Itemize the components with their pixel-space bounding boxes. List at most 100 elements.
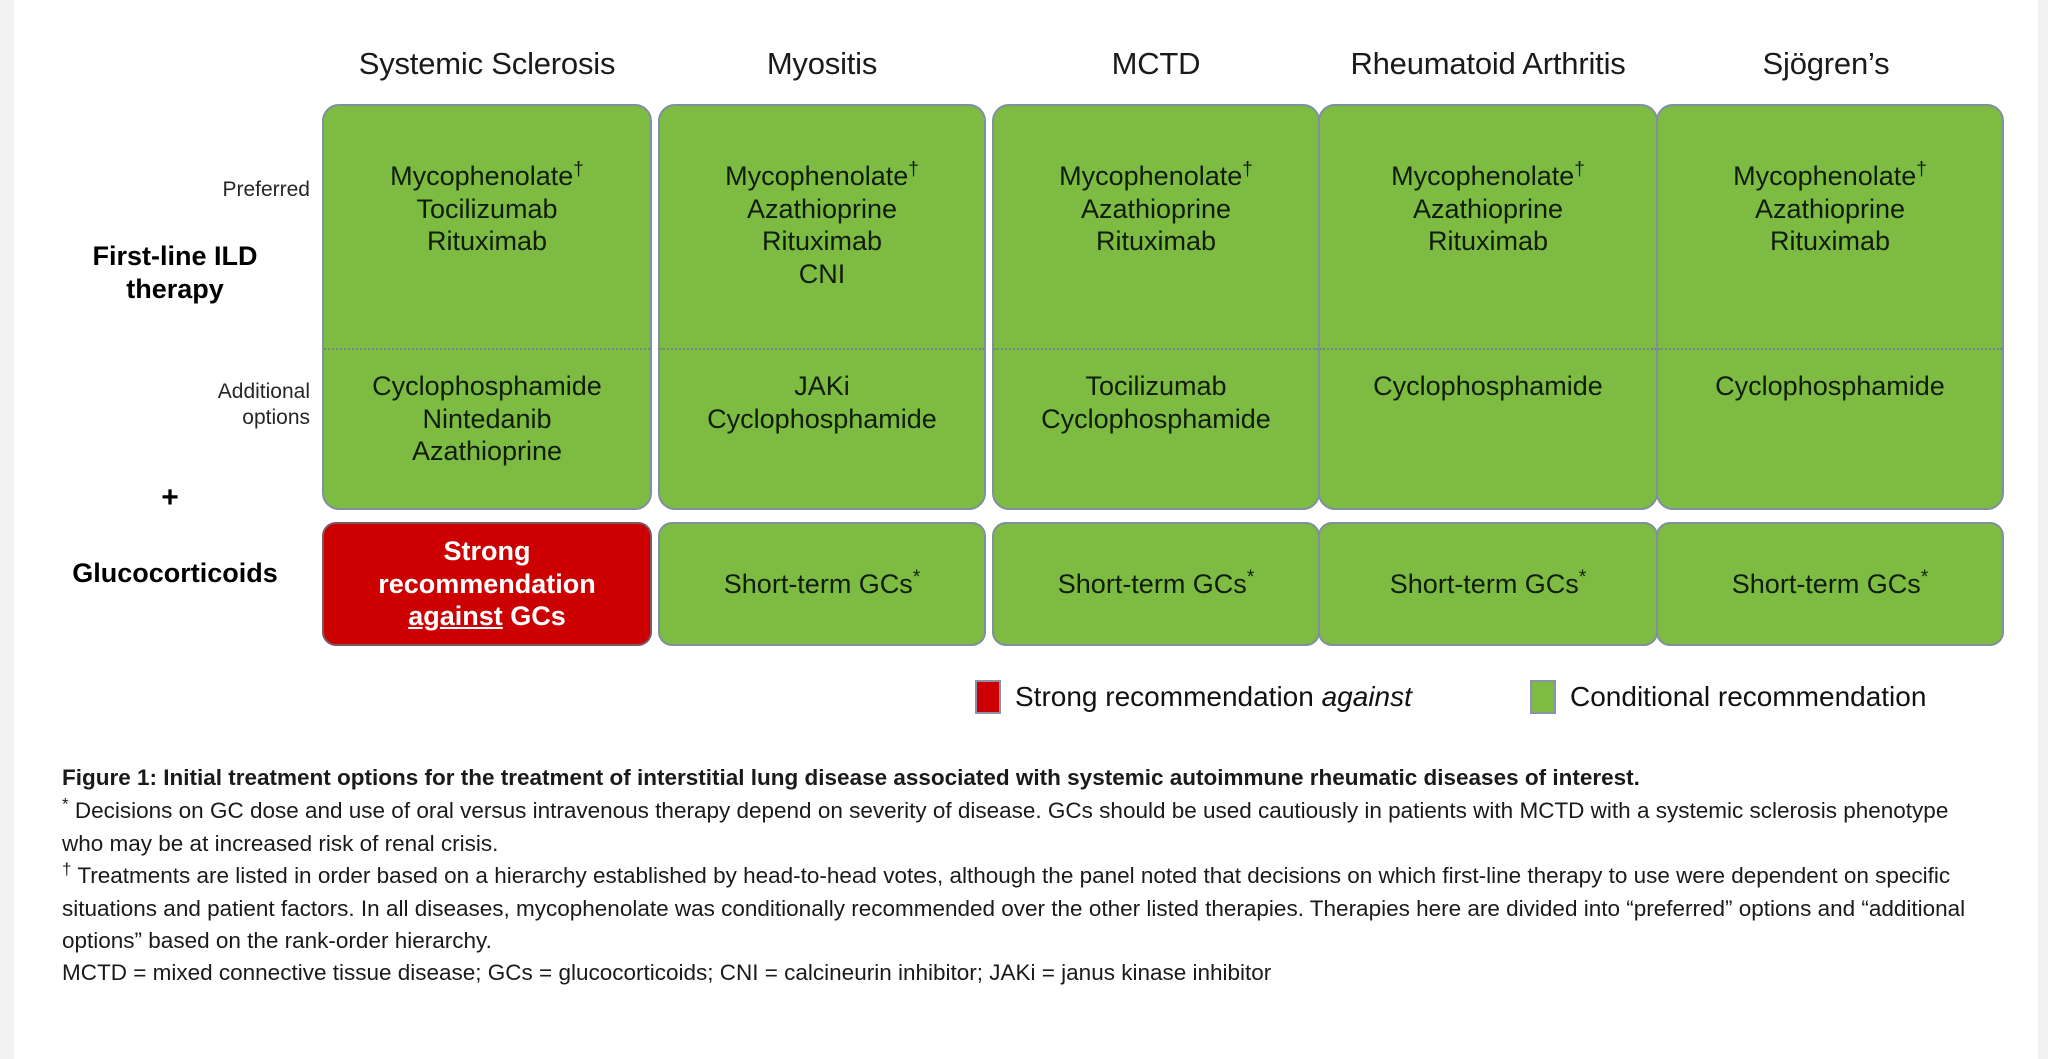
dagger-marker: † bbox=[1574, 159, 1585, 180]
therapy-box-systemic-sclerosis[interactable]: Mycophenolate† Tocilizumab Rituximab Cyc… bbox=[322, 104, 652, 510]
therapy-box-rheumatoid-arthritis[interactable]: Mycophenolate† Azathioprine Rituximab Cy… bbox=[1318, 104, 1658, 510]
additional-options-list: Tocilizumab Cyclophosphamide bbox=[994, 370, 1318, 435]
preferred-options-list: Mycophenolate† Azathioprine Rituximab CN… bbox=[660, 160, 984, 291]
plus-separator: + bbox=[110, 481, 230, 515]
therapy-item: JAKi bbox=[794, 371, 850, 401]
column-header-myositis: Myositis bbox=[658, 46, 986, 82]
treatment-matrix: Systemic Sclerosis Myositis MCTD Rheumat… bbox=[40, 46, 2004, 714]
gc-box-rheumatoid-arthritis[interactable]: Short-term GCs* bbox=[1318, 522, 1658, 646]
column-header-systemic-sclerosis: Systemic Sclerosis bbox=[322, 46, 652, 82]
column-header-label: Systemic Sclerosis bbox=[358, 46, 616, 81]
legend-label-text: Strong recommendation bbox=[1015, 681, 1322, 712]
preferred-options-list: Mycophenolate† Azathioprine Rituximab bbox=[1320, 160, 1656, 258]
section-divider bbox=[1320, 348, 1656, 350]
therapy-item: Azathioprine bbox=[1754, 193, 1906, 224]
therapy-item: Rituximab bbox=[1427, 226, 1549, 257]
row-label-additional-options: Additional options bbox=[60, 379, 310, 430]
legend-item-strong-against: Strong recommendation against bbox=[975, 680, 1412, 714]
footnote-dagger-text: Treatments are listed in order based on … bbox=[62, 863, 1966, 953]
gc-label: Short-term GCs bbox=[1389, 568, 1579, 599]
section-divider bbox=[994, 348, 1318, 350]
caption-abbreviations: MCTD = mixed connective tissue disease; … bbox=[62, 960, 1272, 986]
legend-label: Conditional recommendation bbox=[1570, 681, 1926, 713]
additional-options-list: Cyclophosphamide bbox=[1320, 370, 1656, 403]
therapy-item: Azathioprine bbox=[411, 436, 563, 467]
row-label-line1: Additional bbox=[217, 380, 310, 403]
therapy-box-myositis[interactable]: Mycophenolate† Azathioprine Rituximab CN… bbox=[658, 104, 986, 510]
therapy-item: Azathioprine bbox=[746, 193, 898, 224]
therapy-item: Cyclophosphamide bbox=[1715, 371, 1945, 401]
gc-box-mctd[interactable]: Short-term GCs* bbox=[992, 522, 1320, 646]
row-label-line1: First-line ILD bbox=[92, 241, 258, 271]
therapy-item: Cyclophosphamide bbox=[372, 371, 602, 401]
therapy-item: CNI bbox=[798, 258, 846, 289]
therapy-item-label: Mycophenolate bbox=[1733, 161, 1917, 191]
row-label-first-line-ild-therapy: First-line ILD therapy bbox=[40, 240, 310, 306]
preferred-options-list: Mycophenolate† Tocilizumab Rituximab bbox=[324, 160, 650, 258]
row-label-line2: therapy bbox=[126, 273, 224, 304]
therapy-item: Cyclophosphamide bbox=[1373, 371, 1603, 401]
gc-green-text: Short-term GCs* bbox=[723, 566, 921, 600]
therapy-item-label: Mycophenolate bbox=[390, 161, 574, 191]
therapy-item: Mycophenolate† bbox=[324, 160, 650, 193]
additional-options-list: Cyclophosphamide Nintedanib Azathioprine bbox=[324, 370, 650, 468]
preferred-options-list: Mycophenolate† Azathioprine Rituximab bbox=[994, 160, 1318, 258]
legend-label-text: Conditional recommendation bbox=[1570, 681, 1927, 712]
therapy-item: Mycophenolate† bbox=[1658, 160, 2002, 193]
section-divider bbox=[324, 348, 650, 350]
gc-box-myositis[interactable]: Short-term GCs* bbox=[658, 522, 986, 646]
gc-line1: Strong bbox=[443, 536, 531, 567]
column-header-rheumatoid-arthritis: Rheumatoid Arthritis bbox=[1318, 46, 1658, 82]
gc-line2: recommendation bbox=[378, 568, 596, 599]
column-header-mctd: MCTD bbox=[992, 46, 1320, 82]
gc-box-sjogrens[interactable]: Short-term GCs* bbox=[1656, 522, 2004, 646]
therapy-item: Mycophenolate† bbox=[994, 160, 1318, 193]
therapy-item-label: Mycophenolate bbox=[1059, 161, 1243, 191]
therapy-item: Cyclophosphamide bbox=[707, 403, 937, 434]
star-marker: * bbox=[1920, 566, 1929, 588]
figure-caption: Figure 1: Initial treatment options for … bbox=[62, 762, 1992, 990]
dagger-marker: † bbox=[908, 159, 919, 180]
therapy-item-label: Mycophenolate bbox=[1391, 161, 1575, 191]
therapy-item: Mycophenolate† bbox=[660, 160, 984, 193]
therapy-item-label: Mycophenolate bbox=[725, 161, 909, 191]
gc-red-text: Strong recommendation against GCs bbox=[378, 535, 596, 633]
therapy-item: Tocilizumab bbox=[1085, 371, 1227, 401]
gc-box-systemic-sclerosis[interactable]: Strong recommendation against GCs bbox=[322, 522, 652, 646]
row-label-text: Preferred bbox=[222, 178, 310, 201]
gc-label: Short-term GCs bbox=[723, 568, 913, 599]
therapy-item: Rituximab bbox=[1769, 226, 1891, 257]
gc-label: Short-term GCs bbox=[1731, 568, 1921, 599]
therapy-box-sjogrens[interactable]: Mycophenolate† Azathioprine Rituximab Cy… bbox=[1656, 104, 2004, 510]
column-header-label: Myositis bbox=[766, 46, 878, 81]
caption-footnote-dagger: † Treatments are listed in order based o… bbox=[62, 860, 1992, 957]
legend-label: Strong recommendation against bbox=[1015, 681, 1412, 713]
column-header-label: MCTD bbox=[1111, 46, 1201, 81]
therapy-item: Mycophenolate† bbox=[1320, 160, 1656, 193]
therapy-item: Nintedanib bbox=[422, 403, 552, 434]
therapy-item: Rituximab bbox=[761, 226, 883, 257]
legend-label-italic: against bbox=[1321, 681, 1412, 712]
gc-green-text: Short-term GCs* bbox=[1389, 568, 1586, 600]
dagger-marker: † bbox=[1242, 159, 1253, 180]
caption-title: Figure 1: Initial treatment options for … bbox=[62, 765, 1640, 790]
gc-label: Short-term GCs bbox=[1057, 568, 1247, 599]
dagger-marker: † bbox=[62, 859, 72, 879]
section-divider bbox=[1658, 348, 2002, 350]
legend-swatch-red-icon bbox=[975, 680, 1001, 714]
column-header-label: Sjögren’s bbox=[1762, 46, 1890, 81]
row-label-line2: options bbox=[242, 405, 310, 429]
column-header-sjogrens: Sjögren’s bbox=[1656, 46, 1996, 82]
star-marker: * bbox=[912, 566, 921, 588]
gc-line3-underlined: against bbox=[408, 601, 503, 632]
footnote-star-text: Decisions on GC dose and use of oral ver… bbox=[62, 798, 1949, 856]
star-marker: * bbox=[62, 794, 69, 814]
preferred-options-list: Mycophenolate† Azathioprine Rituximab bbox=[1658, 160, 2002, 258]
therapy-box-mctd[interactable]: Mycophenolate† Azathioprine Rituximab To… bbox=[992, 104, 1320, 510]
section-divider bbox=[660, 348, 984, 350]
star-marker: * bbox=[1246, 566, 1255, 588]
gc-line3-rest: GCs bbox=[502, 601, 566, 632]
therapy-item: Azathioprine bbox=[1080, 193, 1232, 224]
legend-item-conditional: Conditional recommendation bbox=[1530, 680, 1926, 714]
